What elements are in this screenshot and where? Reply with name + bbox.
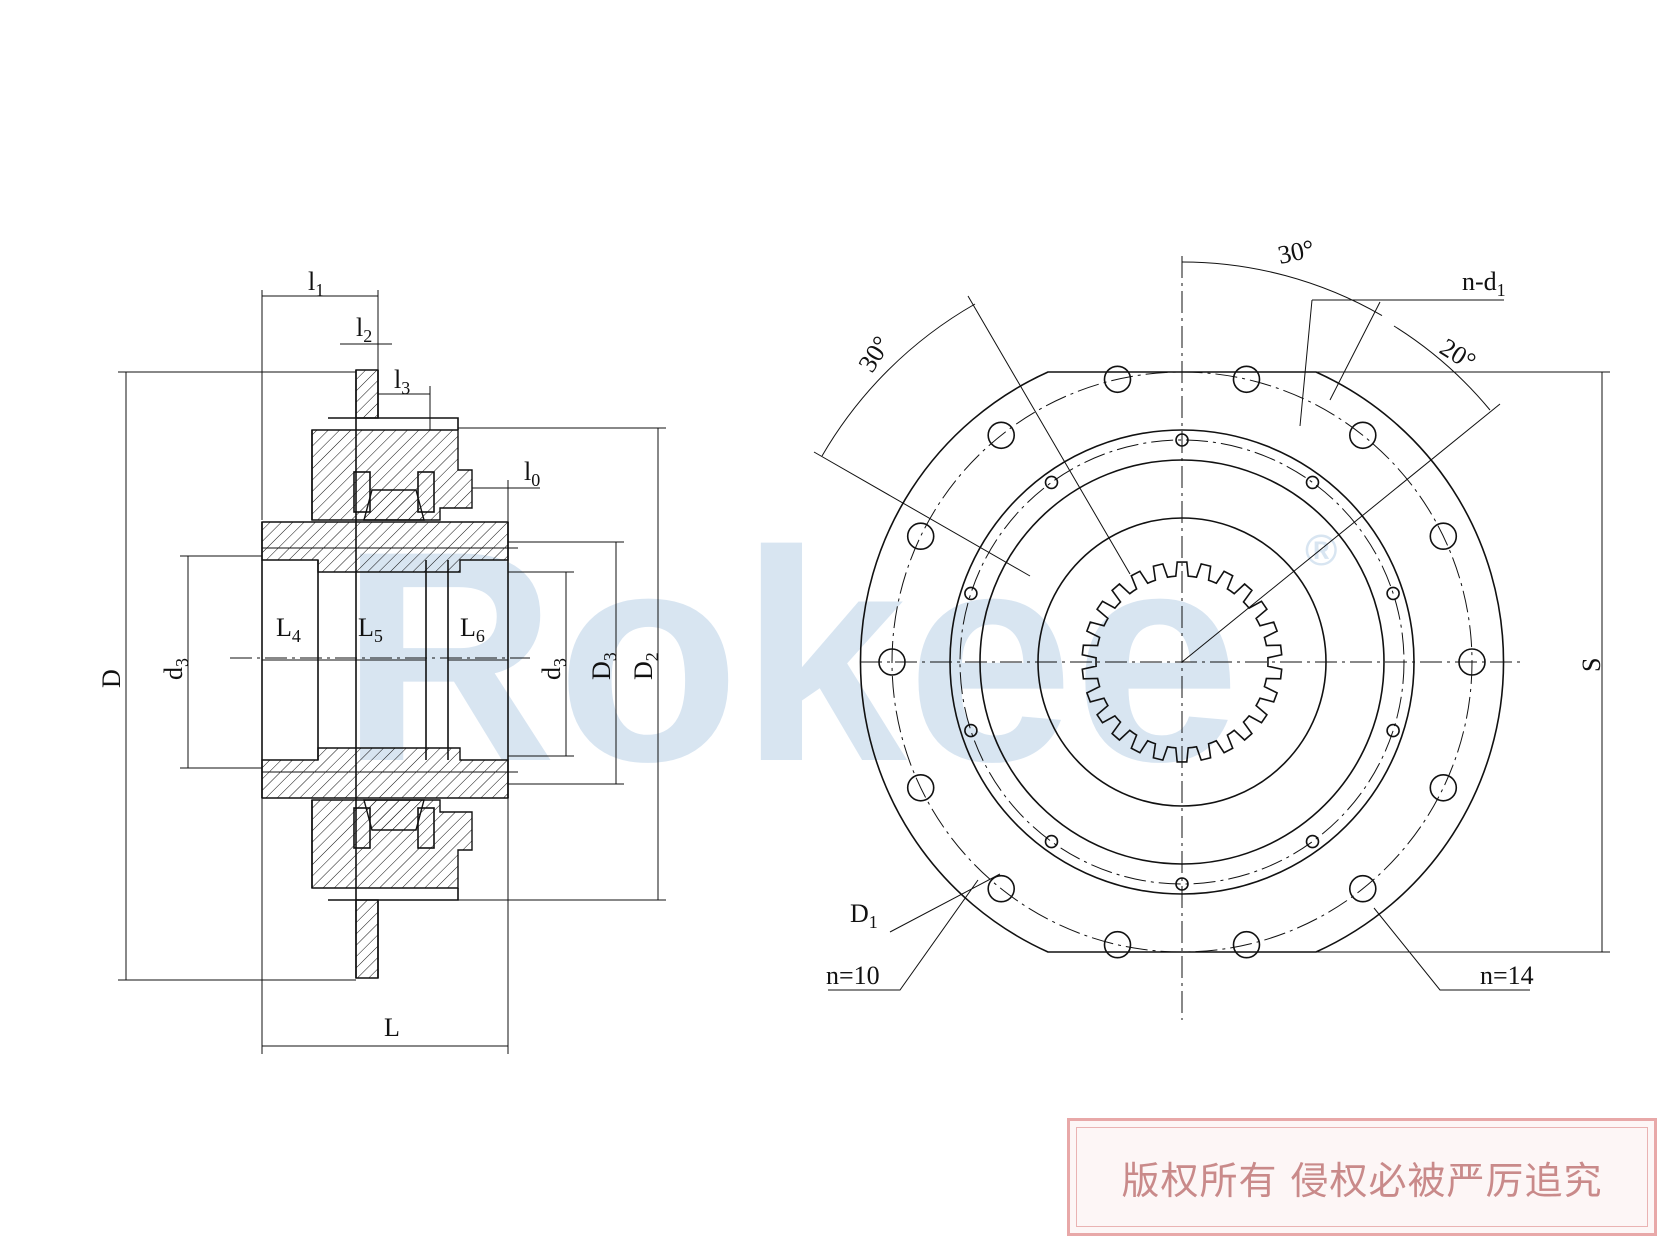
inner-bolt-hole-8 bbox=[964, 723, 978, 738]
outer-bolt-hole-7 bbox=[906, 773, 935, 802]
label-d3-left: d3 bbox=[159, 658, 192, 680]
label-l0: l0 bbox=[524, 457, 540, 490]
housing-upper-outline bbox=[311, 417, 459, 520]
leader-left bbox=[828, 873, 1001, 991]
cam-lower bbox=[363, 799, 425, 831]
outer-bolt-hole-8 bbox=[878, 648, 906, 676]
leader-n14 bbox=[1373, 907, 1530, 991]
outer-bolt-circle bbox=[891, 371, 1473, 953]
outer-bolt-hole-5 bbox=[1103, 930, 1132, 959]
outer-bolt-hole-3 bbox=[1349, 874, 1377, 903]
label-angle-right: 20° bbox=[1435, 332, 1481, 376]
roller-upper-right bbox=[417, 471, 435, 513]
outer-bolt-hole-10 bbox=[987, 421, 1016, 450]
housing-ring-inner bbox=[979, 459, 1385, 865]
label-L5: L5 bbox=[358, 613, 383, 646]
flange-upper bbox=[355, 369, 379, 419]
housing-upper bbox=[311, 429, 473, 521]
label-n-d1: n-d1 bbox=[1462, 267, 1506, 300]
roller-lower-right bbox=[417, 807, 435, 849]
label-angle-top: 30° bbox=[1275, 234, 1317, 270]
label-d3-right: d3 bbox=[537, 658, 570, 680]
angle-extension-lines bbox=[813, 295, 1501, 663]
hub-circle bbox=[1037, 517, 1327, 807]
dim-S-lines bbox=[1316, 371, 1610, 953]
inner-bolt-hole-6 bbox=[1175, 877, 1189, 891]
angle-arc-top bbox=[1181, 261, 1383, 317]
outer-bolt-hole-4 bbox=[1232, 930, 1261, 959]
label-D3: D3 bbox=[587, 652, 620, 680]
inner-bolt-circle bbox=[959, 439, 1405, 885]
outer-bolt-hole-1 bbox=[1458, 648, 1486, 676]
end-view: 30° 30° 20° n-d1 D1 n=10 n=14 S bbox=[813, 234, 1610, 1020]
label-D2: D2 bbox=[629, 652, 662, 680]
section-view: l1 l2 l3 l0 L4 L5 L6 L D d3 d3 D3 D2 bbox=[97, 267, 666, 1054]
section-labels: l1 l2 l3 l0 L4 L5 L6 L D d3 d3 D3 D2 bbox=[97, 267, 662, 1042]
copyright-stamp-border bbox=[1076, 1127, 1648, 1227]
leader-n-d1 bbox=[1299, 299, 1504, 427]
angle-arc-left bbox=[821, 303, 976, 457]
label-L4: L4 bbox=[276, 613, 301, 646]
roller-lower-left bbox=[353, 807, 371, 849]
inner-bolt-hole-1 bbox=[1175, 433, 1189, 447]
outer-bolt-hole-9 bbox=[906, 522, 935, 551]
label-S: S bbox=[1577, 658, 1606, 672]
outer-bolt-hole-13 bbox=[1349, 421, 1377, 450]
label-L6: L6 bbox=[460, 613, 485, 646]
inner-bolt-hole-10 bbox=[1044, 475, 1059, 490]
outer-bolt-hole-14 bbox=[1429, 522, 1458, 551]
label-n10: n=10 bbox=[826, 961, 880, 990]
label-angle-left: 30° bbox=[852, 331, 896, 377]
outer-bolt-hole-2 bbox=[1429, 773, 1458, 802]
label-l1: l1 bbox=[308, 267, 324, 300]
section-dimensions bbox=[118, 290, 666, 1054]
inner-bolt-hole-7 bbox=[1044, 834, 1059, 849]
label-D1: D1 bbox=[850, 899, 878, 932]
inner-bolt-hole-9 bbox=[964, 586, 978, 601]
spline-bore bbox=[1081, 561, 1283, 763]
cam-upper bbox=[363, 489, 425, 521]
label-l3: l3 bbox=[394, 365, 410, 398]
outer-bolt-holes bbox=[878, 365, 1486, 959]
inner-bolt-hole-2 bbox=[1305, 475, 1320, 490]
copyright-stamp: 版权所有 侵权必被严厉追究 bbox=[1067, 1118, 1657, 1236]
label-l2: l2 bbox=[356, 313, 372, 346]
roller-upper-left bbox=[353, 471, 371, 513]
outer-bolt-hole-6 bbox=[987, 874, 1016, 903]
inner-bolt-holes bbox=[964, 433, 1400, 891]
inner-bolt-hole-3 bbox=[1386, 586, 1400, 601]
bore-hidden bbox=[262, 547, 518, 773]
outer-bolt-hole-11 bbox=[1103, 365, 1132, 394]
outer-bolt-hole-12 bbox=[1232, 365, 1261, 394]
housing-ring-outer bbox=[949, 429, 1415, 895]
inner-bolt-hole-4 bbox=[1386, 723, 1400, 738]
inner-bolt-hole-5 bbox=[1305, 834, 1320, 849]
label-L: L bbox=[384, 1013, 400, 1042]
watermark-registered-mark: ® bbox=[1305, 526, 1337, 575]
flange-lower bbox=[355, 899, 379, 979]
label-n14: n=14 bbox=[1480, 961, 1534, 990]
angle-arc-right bbox=[1393, 325, 1491, 411]
label-D: D bbox=[97, 669, 126, 688]
copyright-text: 版权所有 侵权必被严厉追究 bbox=[1121, 1158, 1603, 1203]
housing-lower bbox=[311, 799, 473, 889]
